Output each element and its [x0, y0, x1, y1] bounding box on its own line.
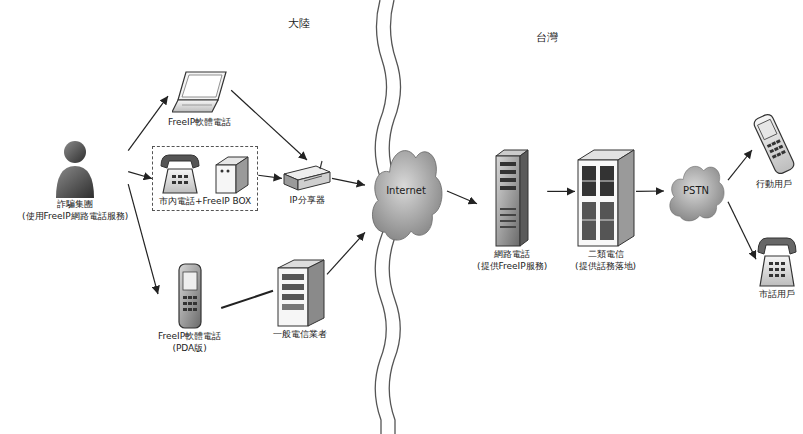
connector-arrow: [128, 96, 168, 151]
connector-arrow: [258, 175, 282, 178]
node-text: (提供FreeIP服務): [477, 260, 547, 272]
fraud-group-node: 詐騙集團(使用FreeIP網路電話服務): [22, 138, 128, 222]
voip-server-node: 網路電話(提供FreeIP服務): [477, 148, 547, 272]
node-text: 市內電話+FreeIP BOX: [159, 195, 251, 207]
region-label: 台灣: [536, 30, 558, 45]
node-text: 市話用戶: [759, 288, 795, 300]
desk-icon: [756, 232, 798, 288]
pda-softphone-node: FreeIP軟體電話(PDA版): [158, 262, 221, 354]
person-icon: [53, 138, 97, 198]
node-text: 詐騙集團: [57, 198, 93, 210]
landline-user-node: 市話用戶: [756, 232, 798, 300]
node-text: FreeIP軟體電話: [168, 116, 231, 128]
internet-cloud: Internet: [365, 132, 447, 250]
server-icon: [274, 258, 326, 328]
router-icon: [282, 160, 332, 194]
connector-arrow: [636, 190, 664, 192]
node-text: IP分享器: [289, 194, 324, 206]
class2-telecom-node: 二類電信(提供話務落地): [575, 148, 636, 272]
node-text: FreeIP軟體電話: [158, 330, 221, 342]
icon-row: [160, 151, 250, 195]
pstn-cloud: PSTN: [664, 155, 728, 227]
node-text: 網路電話: [494, 248, 530, 260]
connector-arrow: [447, 191, 477, 204]
connector-arrow: [547, 191, 575, 192]
laptop-icon: [172, 70, 228, 116]
connector-arrow: [327, 232, 365, 274]
server2-icon: [576, 148, 636, 248]
mobile-user-node: 行動用戶: [752, 110, 796, 190]
mobile-icon: [752, 110, 796, 178]
connector-arrow: [332, 178, 365, 185]
laptop-softphone-node: FreeIP軟體電話: [168, 70, 231, 128]
node-text: 行動用戶: [756, 178, 792, 190]
node-text: 一般電信業者: [273, 328, 327, 340]
node-text: PSTN: [683, 185, 709, 197]
connector-arrow: [728, 150, 752, 180]
node-text: (提供話務落地): [575, 260, 636, 272]
connector-arrow: [728, 202, 756, 259]
pda-icon: [175, 262, 205, 330]
node-text: 二類電信: [588, 248, 624, 260]
ip-router-node: IP分享器: [282, 160, 332, 206]
region-label: 大陸: [288, 16, 310, 31]
node-text: (PDA版): [172, 342, 206, 354]
connector-arrow: [221, 291, 273, 308]
connector-arrow: [128, 172, 152, 179]
node-text: Internet: [386, 185, 426, 197]
deskphone-icon: [160, 151, 200, 195]
rack-icon: [494, 148, 530, 248]
landline-box-group: 市內電話+FreeIP BOX: [152, 146, 258, 211]
telecom-server-node: 一般電信業者: [273, 258, 327, 340]
node-text: (使用FreeIP網路電話服務): [22, 210, 128, 222]
ipbox-icon: [214, 155, 250, 195]
